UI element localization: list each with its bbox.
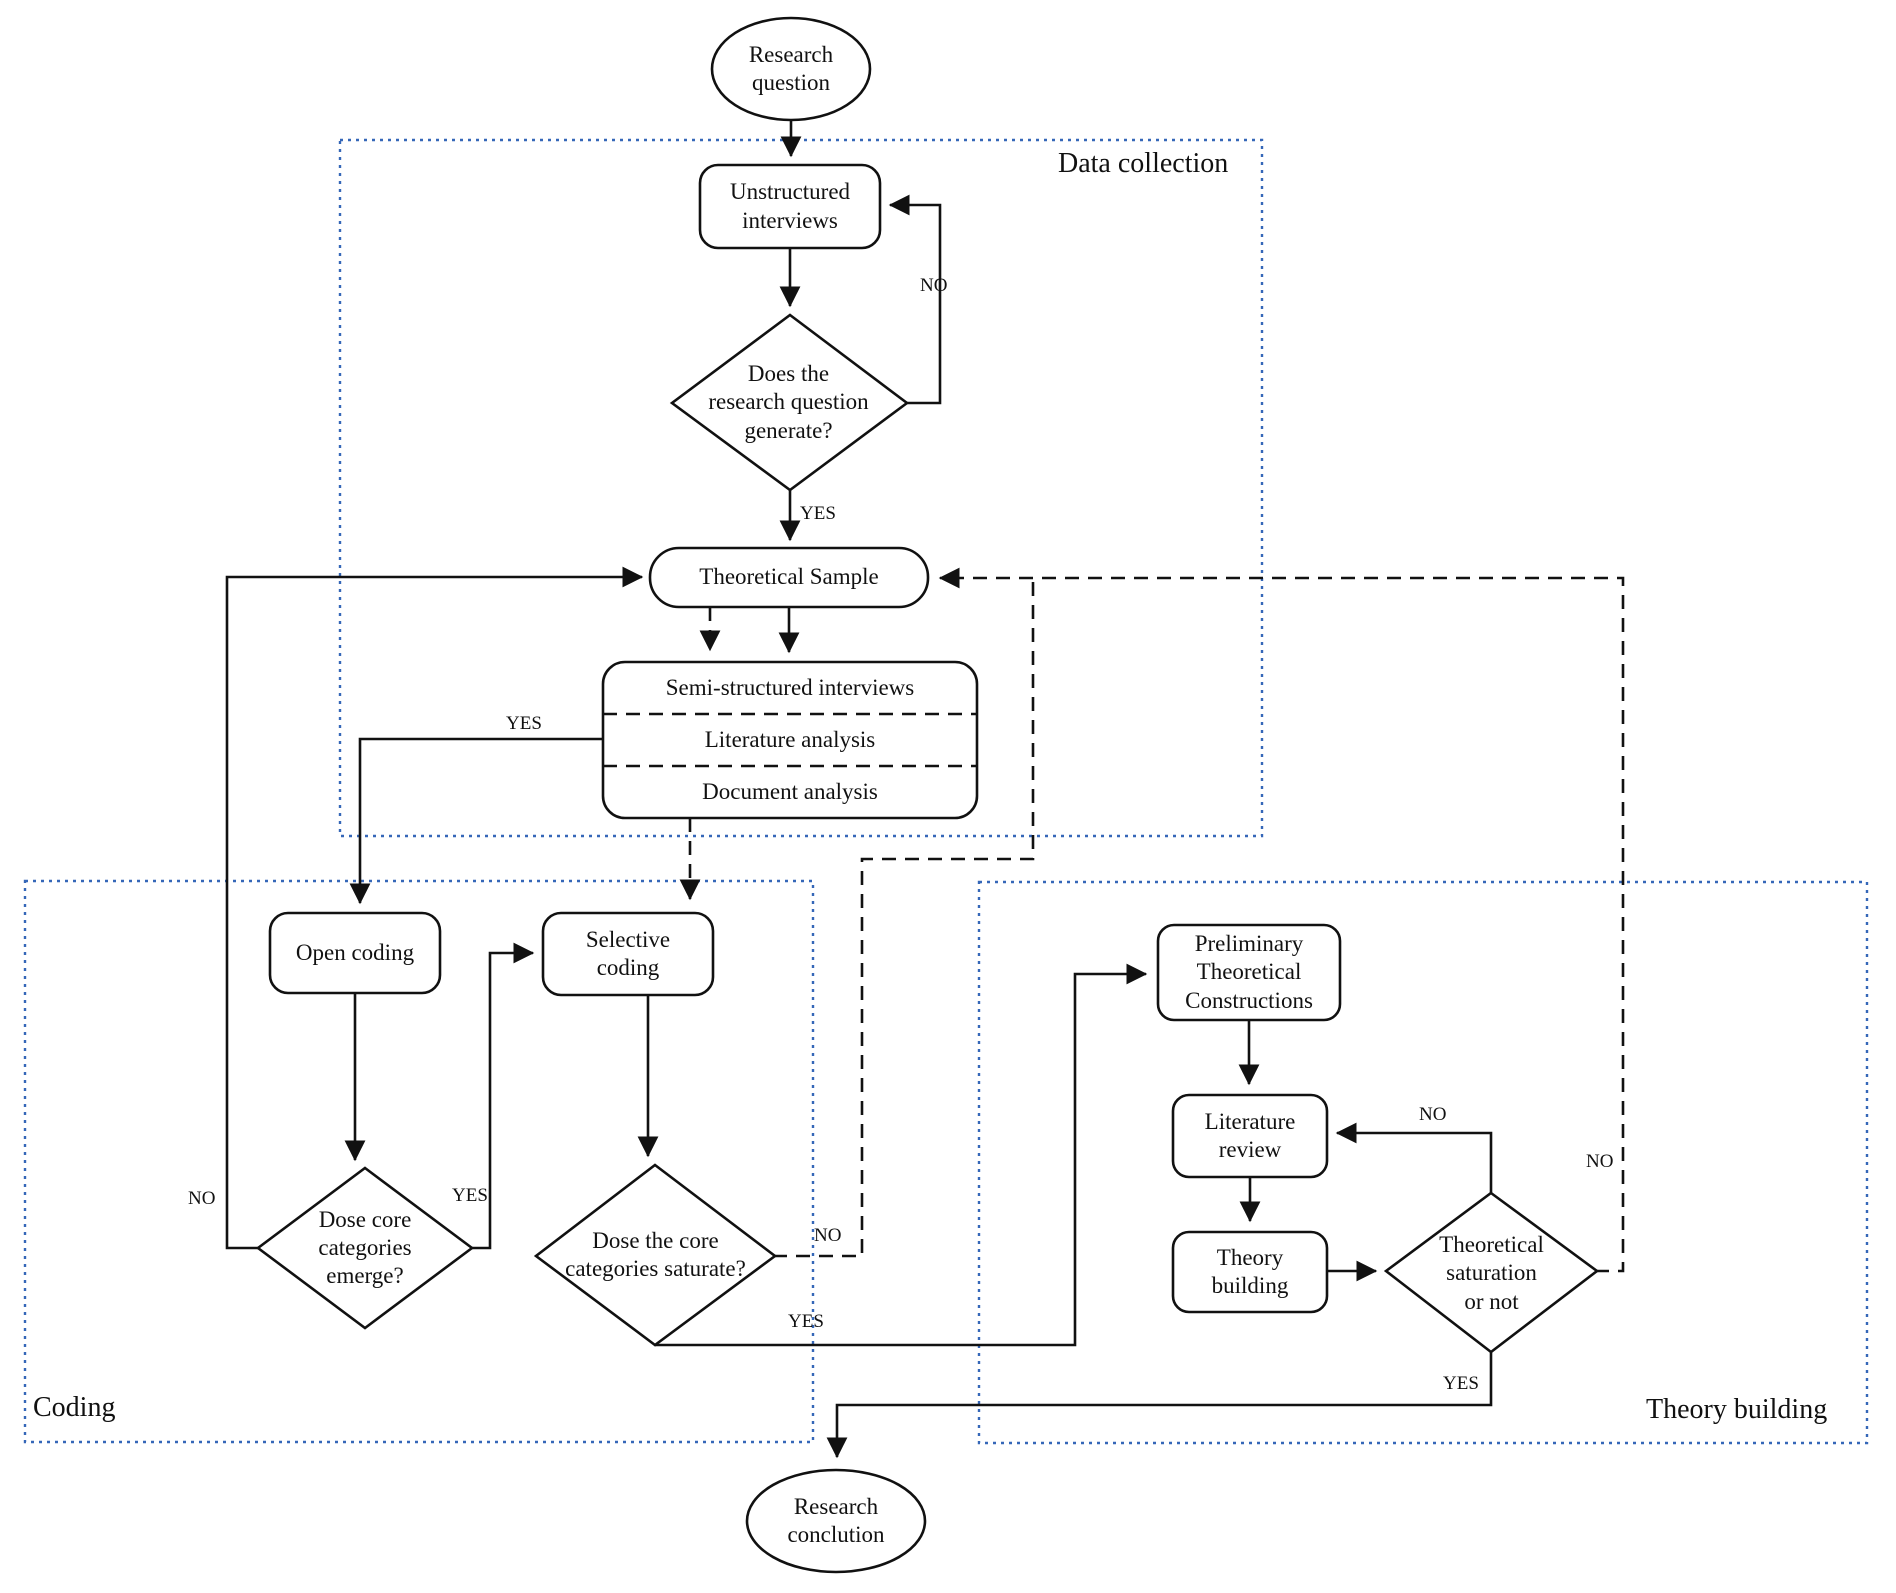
theoretical-sample-shape bbox=[648, 546, 930, 609]
theory-building-node-shape bbox=[1171, 1230, 1329, 1314]
saturation-decision-shape bbox=[1383, 1191, 1600, 1354]
region-theory-building-border bbox=[977, 880, 1869, 1445]
edge-emerge-yes-to-selective bbox=[470, 942, 535, 1250]
preliminary-constructions-shape bbox=[1156, 923, 1342, 1022]
emerge-decision-shape bbox=[255, 1166, 475, 1330]
literature-review-shape bbox=[1171, 1093, 1329, 1179]
edge-sources-yes-to-open bbox=[349, 737, 603, 905]
research-conclusion-shape bbox=[745, 1468, 927, 1574]
edge-saturation-yes-to-conclusion bbox=[826, 1352, 1493, 1459]
selective-coding-shape bbox=[541, 911, 715, 997]
edge-saturation-no-dashed bbox=[938, 567, 1625, 1273]
region-data-collection-border bbox=[338, 138, 1264, 838]
edge-emerge-no-loop bbox=[225, 566, 644, 1250]
edge-generate-no-loop bbox=[888, 194, 942, 405]
open-coding-shape bbox=[268, 911, 442, 995]
edge-saturate-no-dashed bbox=[773, 578, 1035, 1258]
data-sources-shape bbox=[601, 660, 979, 820]
edge-saturate-yes-to-preliminary bbox=[655, 963, 1148, 1347]
region-coding-border bbox=[23, 879, 815, 1444]
saturate-decision-shape bbox=[533, 1163, 778, 1347]
unstructured-interviews-shape bbox=[698, 163, 882, 250]
generate-decision-shape bbox=[669, 313, 910, 492]
edge-saturation-no-to-review bbox=[1335, 1122, 1493, 1193]
research-question-shape bbox=[710, 16, 872, 122]
